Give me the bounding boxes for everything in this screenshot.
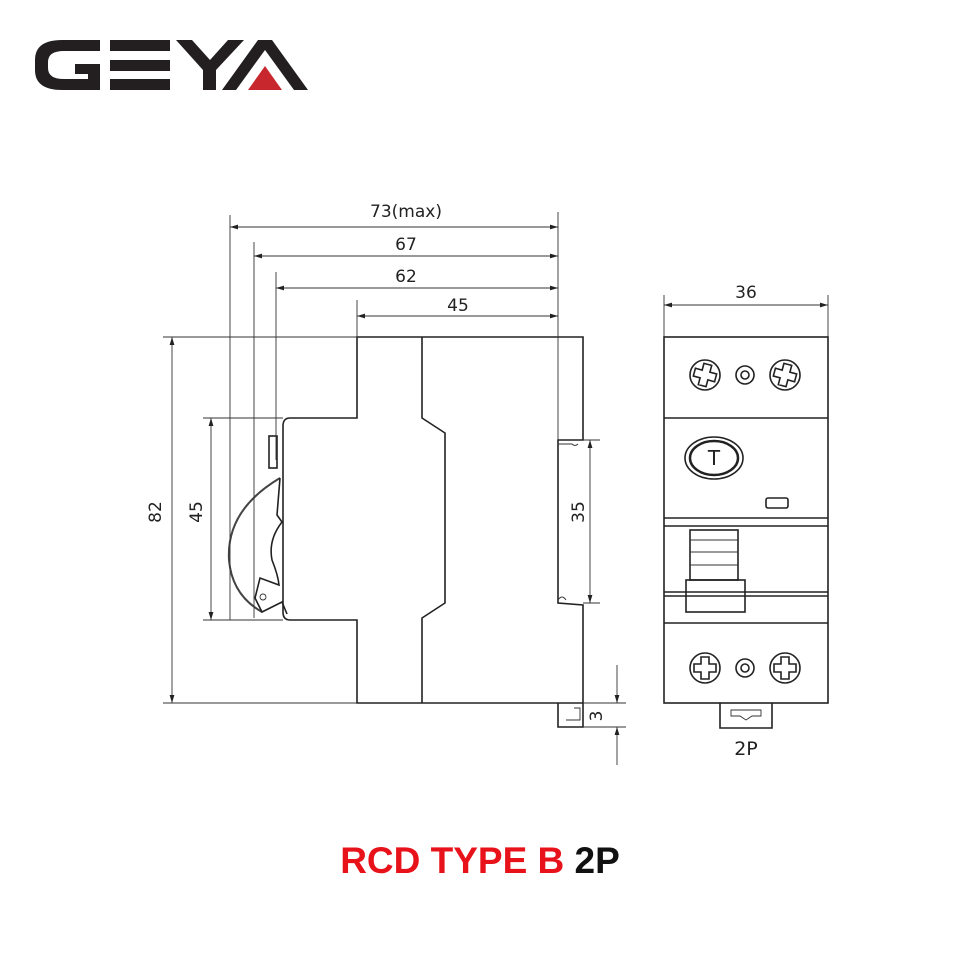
dim-36: 36 (735, 283, 757, 303)
handle-arc (227, 477, 281, 613)
product-title: RCD TYPE B 2P (0, 840, 960, 882)
product-poles: 2P (574, 840, 620, 881)
test-button-label: T (707, 446, 721, 470)
pole-label: 2P (734, 738, 758, 760)
product-name: RCD TYPE B (340, 840, 565, 881)
dim-3: 3 (587, 711, 607, 722)
front-view: T 2P (663, 336, 829, 760)
indicator-window (268, 435, 278, 469)
dim-35: 35 (569, 501, 589, 523)
status-indicator (765, 497, 789, 509)
toggle-handle (685, 529, 746, 613)
side-view (227, 336, 584, 728)
dim-62: 62 (395, 267, 417, 287)
dim-73-max: 73(max) (370, 202, 442, 222)
geya-logo (35, 40, 308, 90)
test-button: T (684, 436, 744, 480)
dim-82: 82 (146, 501, 166, 523)
extension-lines (163, 212, 829, 728)
dim-67: 67 (395, 235, 417, 255)
din-clip (719, 703, 773, 729)
dim-45-width: 45 (447, 296, 469, 316)
terminal-screws-top (689, 359, 801, 391)
terminal-screws-bottom (689, 652, 801, 684)
dim-45-height: 45 (187, 501, 207, 523)
dimension-lines (169, 224, 828, 765)
